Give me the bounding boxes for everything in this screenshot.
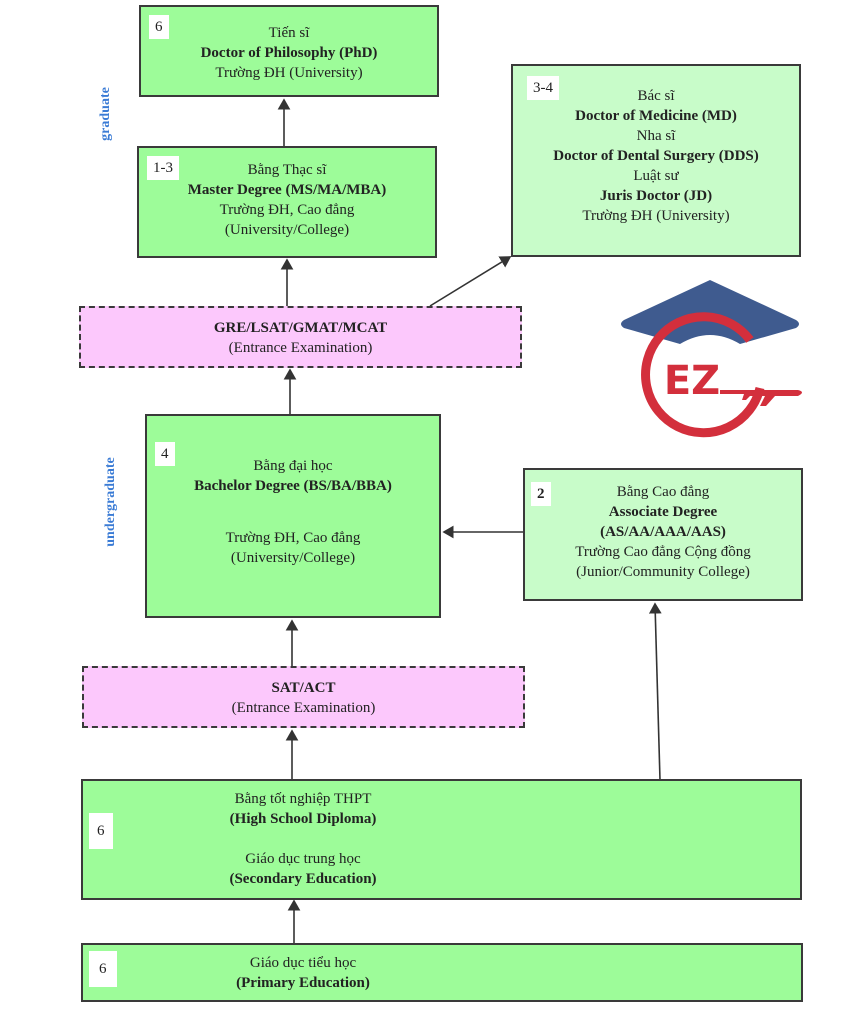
airplane-icon	[720, 390, 802, 406]
bachelor-en-title: Bachelor Degree (BS/BA/BBA)	[194, 478, 392, 494]
years-badge: 2	[531, 482, 551, 506]
jd-en-title: Juris Doctor (JD)	[599, 188, 713, 204]
logo-ring	[641, 312, 765, 438]
master-box: 1-3 Bằng Thạc sĩ Master Degree (MS/MA/MB…	[137, 146, 437, 258]
dds-en-title: Doctor of Dental Surgery (DDS)	[553, 148, 759, 164]
associate-vn-title: Bằng Cao đẳng	[616, 484, 710, 500]
graduate-exam-type: (Entrance Examination)	[228, 340, 373, 356]
graduation-cap-icon	[621, 280, 799, 344]
associate-en-title: Associate Degree	[608, 504, 718, 520]
years-badge: 6	[149, 15, 169, 39]
professional-institution: Trường ĐH (University)	[582, 208, 730, 224]
undergraduate-label: undergraduate	[103, 457, 118, 547]
secondary-level-en: (Secondary Education)	[229, 871, 377, 887]
associate-degree-codes: (AS/AA/AAA/AAS)	[600, 524, 726, 540]
undergraduate-exam-name: SAT/ACT	[271, 680, 336, 696]
bachelor-institution-en: (University/College)	[230, 550, 356, 566]
secondary-box: 6 Bằng tốt nghiệp THPT (High School Dipl…	[81, 779, 802, 900]
md-en-title: Doctor of Medicine (MD)	[575, 108, 737, 124]
ez-logo: EZ	[621, 280, 802, 438]
master-en-title: Master Degree (MS/MA/MBA)	[187, 182, 387, 198]
years-badge: 6	[89, 813, 113, 849]
years-badge: 3-4	[527, 76, 559, 100]
associate-box: 2 Bằng Cao đẳng Associate Degree (AS/AA/…	[523, 468, 803, 601]
phd-vn-title: Tiến sĩ	[268, 25, 310, 41]
associate-institution-vn: Trường Cao đẳng Cộng đồng	[575, 544, 751, 560]
logo-text: EZ	[664, 358, 720, 404]
primary-level-en: (Primary Education)	[236, 975, 370, 991]
years-badge: 4	[155, 442, 175, 466]
primary-level-vn: Giáo dục tiểu học	[249, 955, 357, 971]
undergraduate-exam-type: (Entrance Examination)	[231, 700, 376, 716]
master-institution-en: (University/College)	[224, 222, 350, 238]
master-institution-vn: Trường ĐH, Cao đẳng	[219, 202, 355, 218]
dds-vn-title: Nha sĩ	[636, 128, 676, 144]
years-badge: 1-3	[147, 156, 179, 180]
bachelor-institution-vn: Trường ĐH, Cao đẳng	[225, 530, 361, 546]
jd-vn-title: Luật sư	[633, 168, 679, 184]
bachelor-box: 4 Bằng đại học Bachelor Degree (BS/BA/BB…	[145, 414, 441, 618]
phd-en-title: Doctor of Philosophy (PhD)	[200, 45, 378, 61]
graduate-exam-name: GRE/LSAT/GMAT/MCAT	[213, 320, 388, 336]
secondary-diploma-en: (High School Diploma)	[229, 811, 377, 827]
master-vn-title: Bằng Thạc sĩ	[247, 162, 327, 178]
phd-box: 6 Tiến sĩ Doctor of Philosophy (PhD) Trư…	[139, 5, 439, 97]
primary-box: 6 Giáo dục tiểu học (Primary Education)	[81, 943, 803, 1002]
secondary-level-vn: Giáo dục trung học	[245, 851, 361, 867]
secondary-diploma-vn: Bằng tốt nghiệp THPT	[234, 791, 372, 807]
phd-institution: Trường ĐH (University)	[215, 65, 363, 81]
years-badge: 6	[89, 951, 117, 987]
undergraduate-exam-box: SAT/ACT (Entrance Examination)	[82, 666, 525, 728]
md-vn-title: Bác sĩ	[637, 88, 675, 104]
bachelor-vn-title: Bằng đại học	[253, 458, 333, 474]
associate-institution-en: (Junior/Community College)	[576, 564, 750, 580]
arrow-gradexam-to-professional	[429, 256, 512, 307]
professional-degree-box: 3-4 Bác sĩ Doctor of Medicine (MD) Nha s…	[511, 64, 801, 257]
graduate-exam-box: GRE/LSAT/GMAT/MCAT (Entrance Examination…	[79, 306, 522, 368]
arrow-secondary-to-associate	[648, 602, 662, 781]
graduate-label: graduate	[98, 87, 113, 141]
